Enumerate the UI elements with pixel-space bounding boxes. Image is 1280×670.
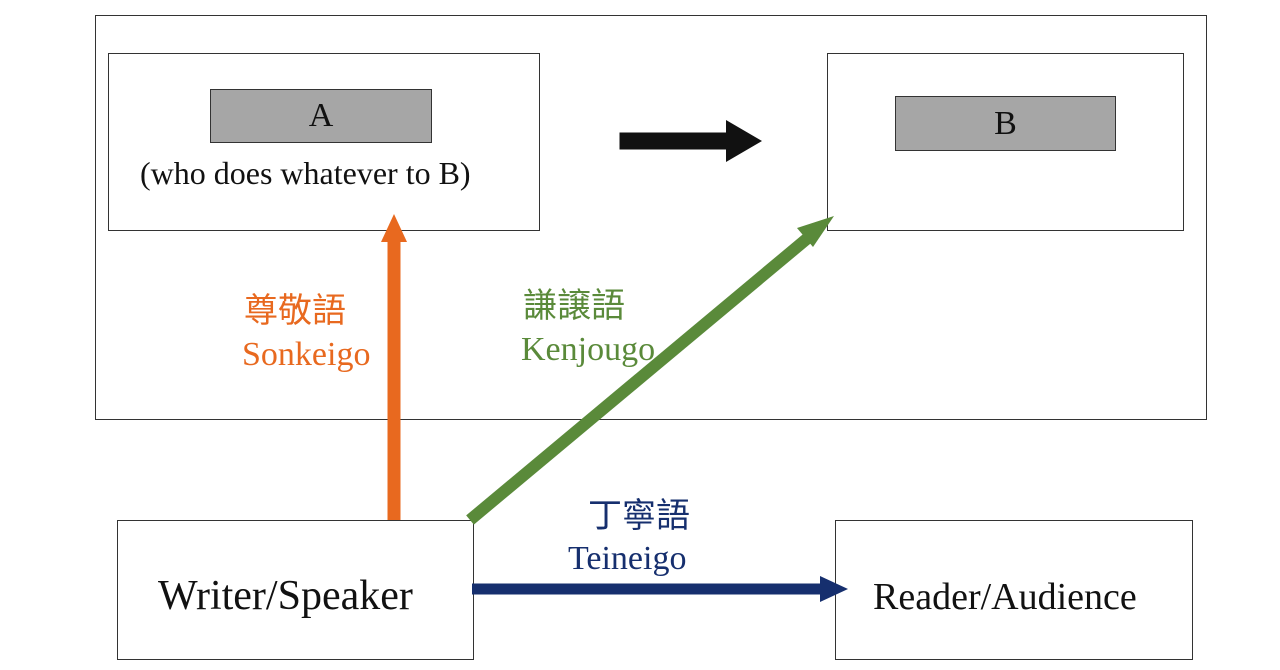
teineigo-romaji: Teineigo: [568, 540, 687, 577]
box-a-caption: (who does whatever to B): [140, 155, 471, 191]
box-b: [827, 53, 1184, 231]
sonkeigo-arrow: [381, 214, 407, 520]
teineigo-kanji: 丁寧語: [588, 498, 690, 535]
sonkeigo-romaji: Sonkeigo: [242, 336, 371, 373]
kenjougo-romaji: Kenjougo: [521, 331, 656, 368]
box-a-label: A: [210, 89, 432, 143]
reader-audience-label: Reader/Audience: [873, 576, 1137, 618]
writer-speaker-label: Writer/Speaker: [158, 573, 413, 619]
box-b-label: B: [895, 96, 1116, 151]
action-arrow: [619, 120, 762, 162]
kenjougo-arrow: [466, 216, 834, 525]
kenjougo-kanji: 謙譲語: [523, 288, 625, 325]
sonkeigo-kanji: 尊敬語: [244, 293, 346, 330]
box-a: [108, 53, 540, 231]
teineigo-arrow: [472, 576, 848, 602]
context-frame: [95, 15, 1207, 420]
